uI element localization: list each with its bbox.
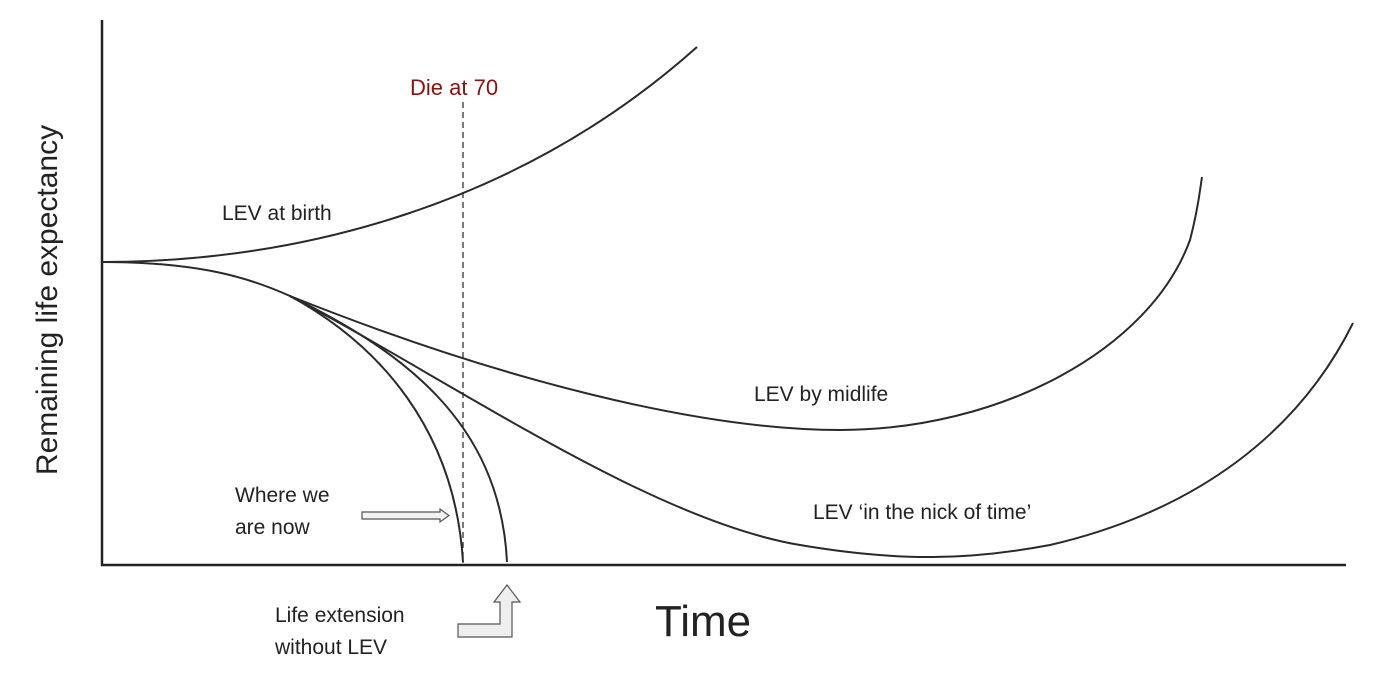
lev-at-birth-label: LEV at birth [222,202,332,225]
curve-lev-at-birth [101,46,698,263]
curve-lev-by-midlife [289,176,1203,432]
where-we-are-now-line2: are now [235,516,310,539]
x-axis-label: Time [655,597,752,646]
life-extension-line1: Life extension [275,604,405,627]
arrow-right-icon [361,507,451,524]
y-axis-label: Remaining life expectancy [31,124,64,476]
lev-nick-of-time-label: LEV ‘in the nick of time’ [813,501,1032,524]
where-we-are-now-line1: Where we [235,484,330,507]
arrow-bent-up-icon [457,584,522,638]
die-at-70-label: Die at 70 [410,75,499,100]
life-extension-line2: without LEV [275,636,388,659]
lev-by-midlife-label: LEV by midlife [754,383,889,406]
curve-lev-nick-of-time [289,295,1354,558]
